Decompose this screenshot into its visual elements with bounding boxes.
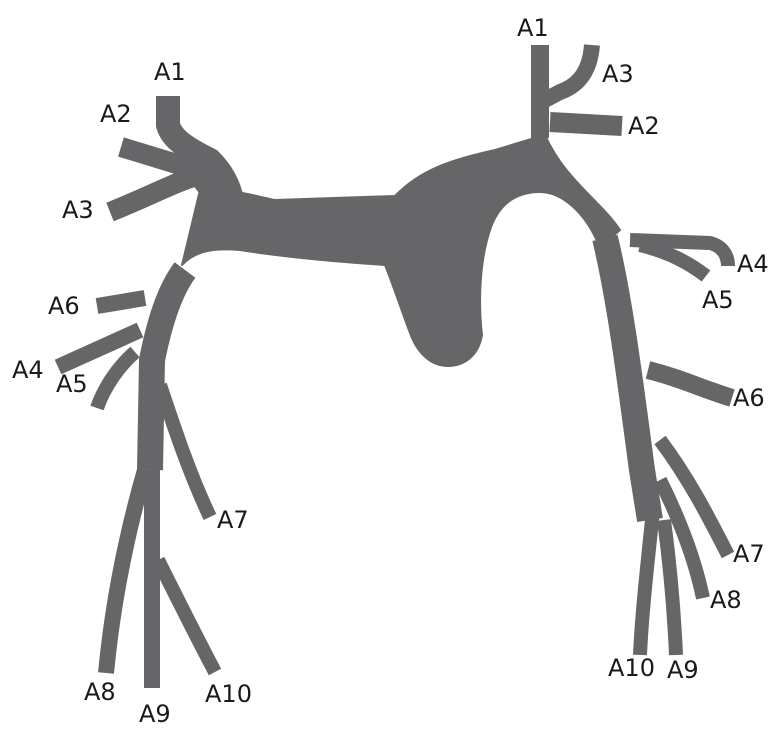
right-vessel-a10 — [640, 510, 653, 655]
right-vessel-a2 — [550, 122, 622, 126]
right-vessel-a5 — [640, 245, 706, 276]
right-vessel-a6 — [648, 370, 732, 398]
right-label-a8: A8 — [710, 586, 742, 614]
left-vessel-a6 — [97, 298, 145, 306]
left-vessel-a3 — [110, 175, 200, 212]
left-label-a9: A9 — [139, 700, 171, 728]
right-vessel-a9 — [664, 520, 676, 655]
right-label-a7: A7 — [733, 540, 765, 568]
right-label-a9: A9 — [667, 656, 699, 684]
left-label-a5: A5 — [56, 370, 88, 398]
left-vessel-a10 — [158, 560, 215, 672]
right-label-a1: A1 — [517, 14, 549, 42]
left-vessel-a5 — [97, 352, 135, 408]
right-label-a3: A3 — [602, 60, 634, 88]
right-label-a2: A2 — [628, 112, 660, 140]
right-label-a6: A6 — [733, 384, 765, 412]
left-label-a10: A10 — [205, 680, 252, 708]
left-label-a2: A2 — [100, 100, 132, 128]
left-label-a3: A3 — [62, 196, 94, 224]
right-label-a4: A4 — [737, 250, 769, 278]
left-label-a1: A1 — [154, 58, 186, 86]
right-label-a5: A5 — [702, 286, 734, 314]
trachea-carina — [182, 135, 620, 366]
right-main-vessel — [605, 238, 650, 520]
left-vessel-a7 — [160, 385, 210, 517]
left-label-a7: A7 — [217, 506, 249, 534]
left-label-a8: A8 — [84, 678, 116, 706]
right-vessel-a3 — [545, 45, 592, 100]
left-label-a6: A6 — [48, 292, 80, 320]
left-label-a4: A4 — [12, 356, 44, 384]
left-vessel-a8 — [106, 470, 145, 673]
right-label-a10: A10 — [608, 654, 655, 682]
